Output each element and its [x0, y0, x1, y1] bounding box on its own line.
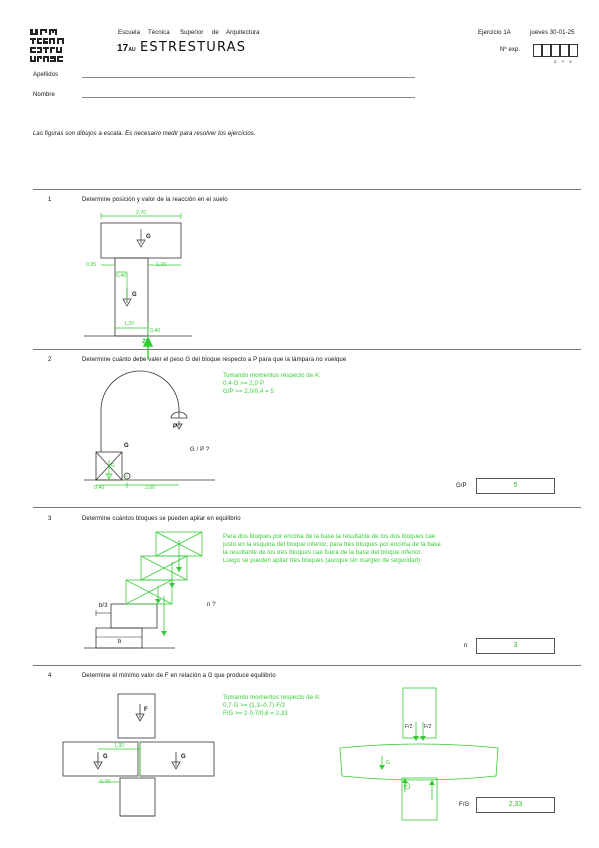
q3-dim-b3: b/3: [99, 603, 108, 609]
q4-dim-b: 0,70: [100, 779, 111, 785]
q1-dim-inner: 0,40: [116, 273, 127, 279]
q2-question: G / P ?: [190, 447, 210, 453]
q3-number: 3: [48, 516, 52, 522]
scale-note: Las figuras son dibujos a escala. Es nec…: [33, 131, 256, 137]
q2-dim-a: 0,40: [94, 485, 105, 491]
q4-a-label: A: [405, 783, 408, 788]
q4-prompt: Determine el mínimo valor de F en relaci…: [82, 673, 276, 679]
q4-g-left: G: [103, 754, 108, 760]
q2-answer-label: G/P: [456, 483, 467, 489]
q2-answer-box[interactable]: 5: [476, 478, 555, 494]
q2-number: 2: [48, 357, 52, 363]
name-field[interactable]: [82, 97, 415, 98]
q1-g-bottom: G: [132, 292, 137, 298]
divider-q4: [33, 665, 581, 666]
q4-g-right: G: [181, 754, 186, 760]
q4-solution-line-3: F/G >= 2·0,7/0,6 = 2,33: [223, 711, 288, 717]
q4-f2-right: F/2: [424, 724, 432, 730]
nexp-sublabels: Z Y X: [554, 59, 574, 64]
divider-q1: [33, 189, 581, 190]
q3-question: n ?: [207, 602, 216, 608]
q1-dim-right: 1,15: [156, 262, 167, 268]
q2-dim-b: 2,00: [145, 485, 156, 491]
divider-q3: [33, 507, 581, 508]
school-word-4: de: [212, 30, 219, 36]
school-word-1: Escuela: [118, 30, 141, 36]
course-title: ESTRESTURAS: [140, 40, 247, 55]
q1-dim-bottom: 1,20: [124, 321, 135, 327]
q4-answer-box[interactable]: 2,33: [476, 797, 555, 813]
q1-prompt: Determine posición y valor de la reacció…: [82, 197, 228, 203]
q4-solution-line-2: 0,7·G >= (1,3–0,7)·F/2: [223, 703, 286, 709]
nexp-cell-2[interactable]: [542, 44, 551, 57]
q2-a-label: A: [125, 473, 128, 478]
surname-label: Apellidos: [33, 72, 59, 78]
q2-solution-line-3: G/P >= 2,0/0,4 = 5: [223, 389, 274, 395]
upm-logo: [30, 28, 70, 64]
q3-solution-line-2: justo en la esquina del bloque inferior;…: [223, 542, 443, 548]
logo-number: 17AU: [117, 43, 136, 54]
q1-dim-top: 2,70: [136, 210, 147, 216]
q2-g-inner: G: [111, 463, 115, 469]
name-label: Nombre: [33, 92, 55, 98]
q1-dim-left: 0,35: [86, 262, 97, 268]
q4-g-deformed: G: [386, 760, 390, 766]
q2-g-label: G: [124, 443, 129, 449]
nexp-cell-1[interactable]: [533, 44, 542, 57]
q4-number: 4: [48, 673, 52, 679]
q3-solution-line-3: la resultante de los tres bloques cae fu…: [223, 550, 422, 556]
q4-answer-label: F/G: [459, 802, 470, 808]
q4-f-label: F: [144, 707, 148, 713]
q3-answer-label: n: [464, 643, 468, 649]
exercise-label: Ejercicio 1A: [478, 30, 511, 36]
q4-f2-left: F/2: [405, 724, 413, 730]
school-word-5: Arquitectura: [226, 30, 260, 36]
q2-prompt: Determine cuánto debe valer el peso G de…: [82, 357, 347, 363]
q1-dim-base: 0,40: [150, 328, 161, 334]
q3-prompt: Determine cuántos bloques se pueden apil…: [82, 516, 241, 522]
nexp-label: Nº exp.: [500, 47, 521, 53]
q3-answer-box[interactable]: 3: [476, 638, 555, 654]
q4-solution-line-1: Tomando momentos respecto de A:: [223, 695, 321, 701]
nexp-cell-3[interactable]: [551, 44, 560, 57]
upm-logo-icon: [30, 29, 64, 62]
nexp-cell-4[interactable]: [560, 44, 569, 57]
school-word-2: Técnica: [148, 30, 170, 36]
q4-dim-a: 1,30: [114, 743, 125, 749]
exam-date: jueves 30-01-25: [530, 30, 575, 36]
q1-g-top: G: [146, 234, 151, 240]
q1-number: 1: [48, 197, 52, 203]
q2-solution-line-2: 0,4·G >= 2,0·P: [223, 381, 265, 387]
nexp-cell-5[interactable]: [569, 44, 578, 57]
q3-solution-line-4: Luego se pueden apilar tres bloques (aun…: [223, 558, 421, 564]
divider-q2: [33, 349, 581, 350]
school-word-3: Superior: [180, 30, 204, 36]
q1-reaction: 2G: [142, 339, 151, 345]
surname-field[interactable]: [82, 77, 415, 78]
q2-solution-line-1: Tomando momentos respecto de A:: [223, 373, 321, 379]
q3-solution-line-1: Para dos bloques por encima de la base l…: [223, 534, 436, 540]
q2-p-label: P: [173, 424, 178, 430]
q3-dim-b: b: [118, 639, 122, 645]
